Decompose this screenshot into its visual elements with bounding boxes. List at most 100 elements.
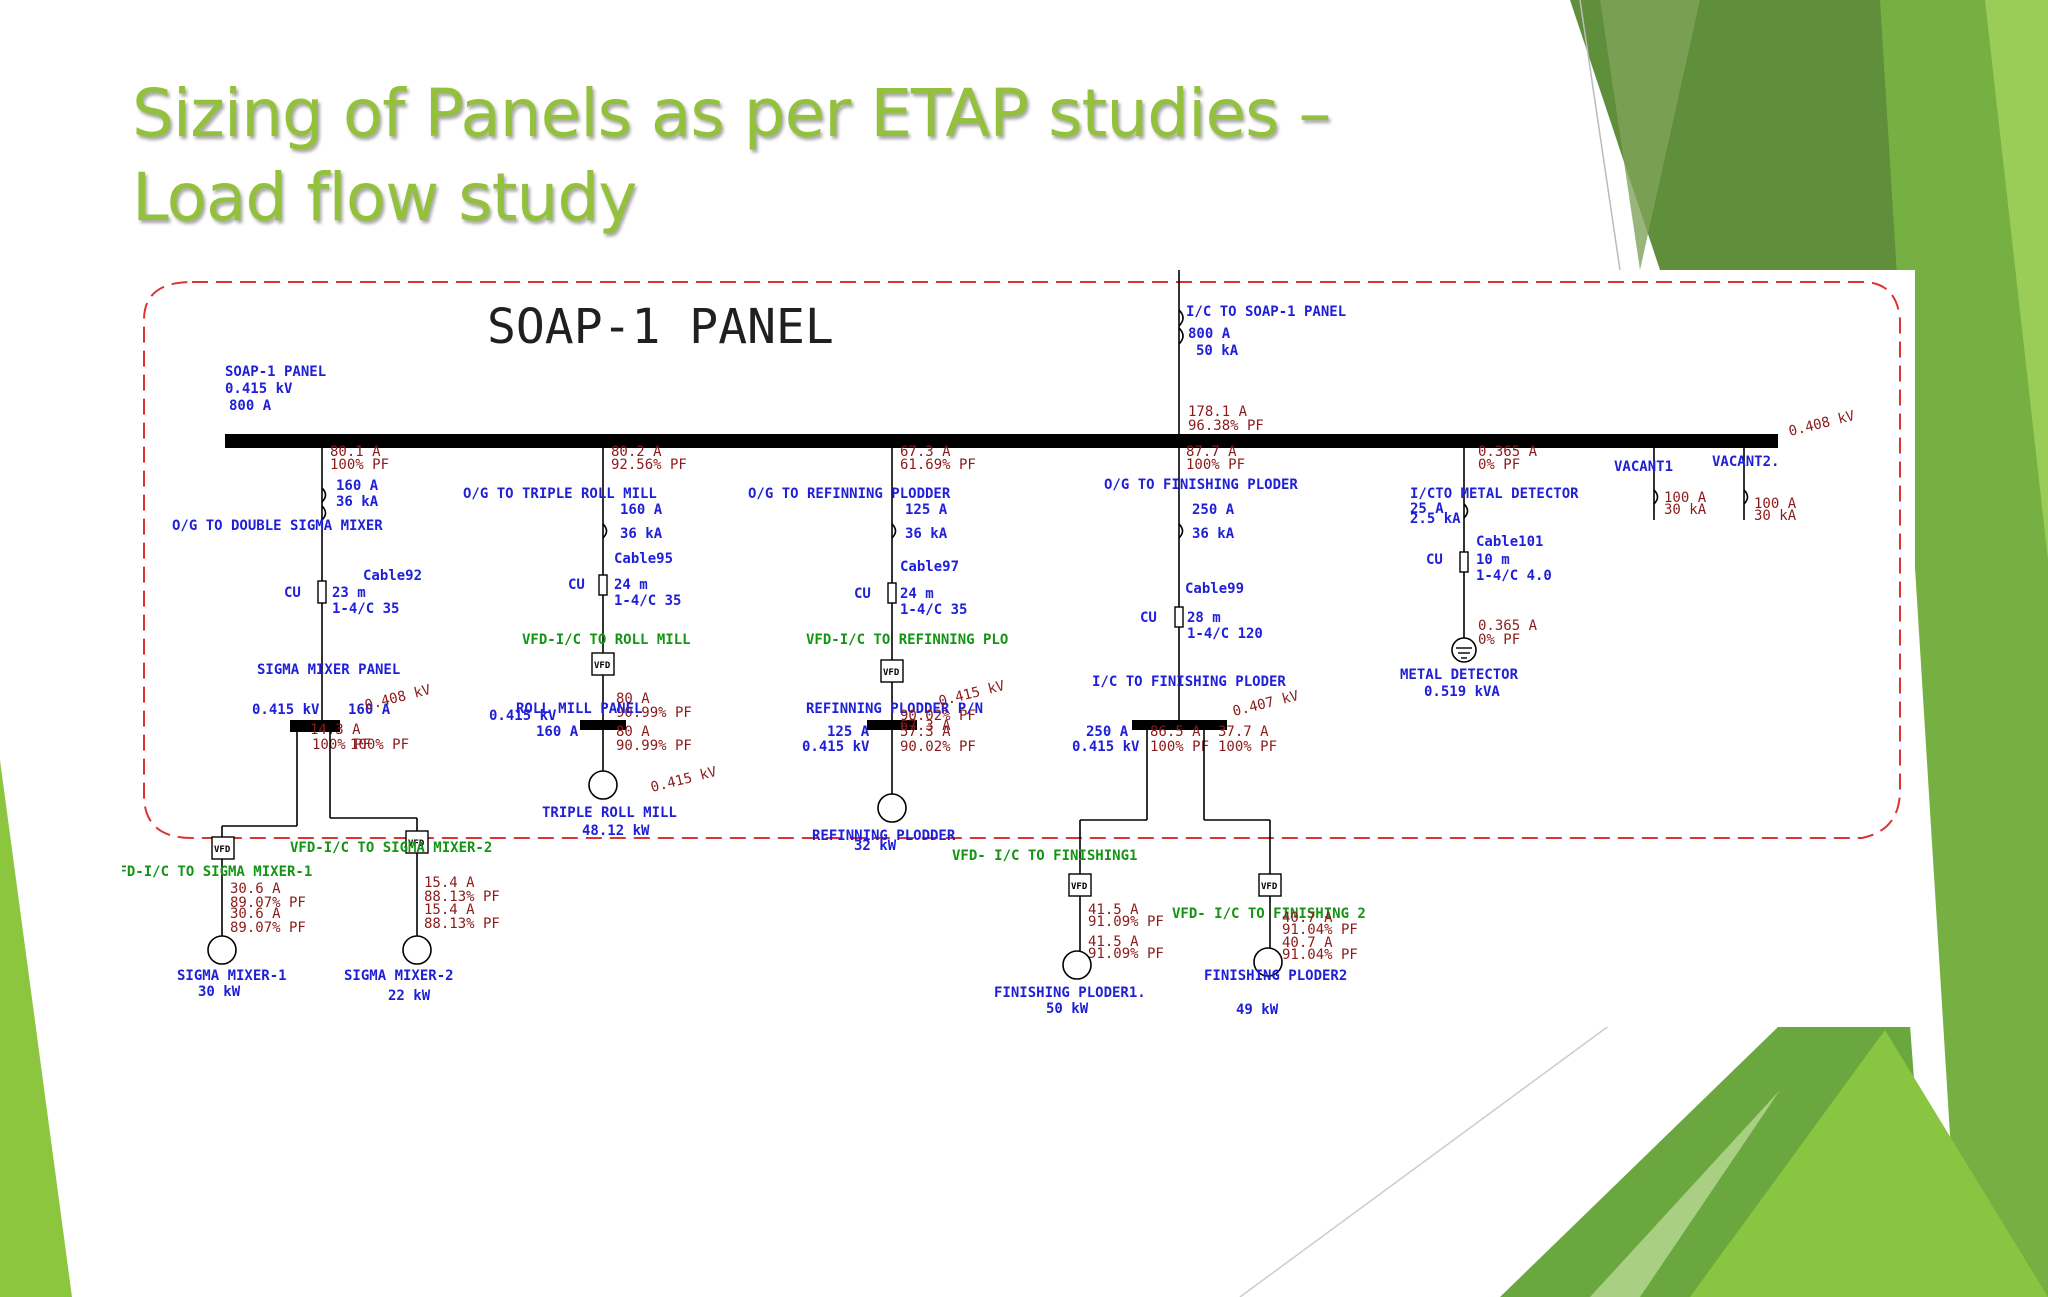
- incomer-breaker-sc: 50 kA: [1196, 343, 1239, 359]
- load5-pf-2: 91.04% PF: [1282, 947, 1358, 963]
- feeder2-bus-name: ROLL MILL PANEL: [516, 701, 642, 717]
- load1-name: SIGMA MIXER-1: [177, 968, 287, 984]
- feeder1-bus-voltage: 0.415 kV: [252, 702, 320, 718]
- feeder4-bus-flow-pf-a: 100% PF: [1150, 739, 1209, 755]
- feeder2-cable-symbol: [598, 574, 608, 596]
- feeder4-bus-operating-voltage: 0.407 kV: [1231, 688, 1301, 720]
- spare1-sc: 30 kA: [1664, 502, 1707, 518]
- spare2-sc: 30 kA: [1754, 508, 1797, 524]
- feeder3-bus-flow-a: 67.3 A: [900, 718, 951, 734]
- feeder5-cable-name: Cable101: [1476, 534, 1543, 550]
- feeder3-load-rating: 32 kW: [854, 838, 897, 854]
- load4-pf-2: 91.09% PF: [1088, 946, 1164, 962]
- feeder1-bus-flow-pf: 100% PF: [312, 737, 371, 753]
- feeder1-bus-flow-pf-b: 100% PF: [350, 737, 409, 753]
- right-accent-shape-3: [1985, 0, 2048, 560]
- right-thin-line-2: [1239, 1024, 1611, 1297]
- vfd-symbol-label: VFD: [1071, 882, 1088, 892]
- load1-rating: 30 kW: [198, 984, 241, 1000]
- spare1-rating: 100 A: [1664, 490, 1707, 506]
- feeder4-breaker-symbol: [1178, 523, 1184, 539]
- feeder2-cable-size: 1-4/C 35: [614, 593, 681, 609]
- feeder2-bus-flow-a: 80 A: [616, 691, 650, 707]
- vfd-symbol-finishing-2: [1258, 873, 1282, 897]
- feeder4-breaker-sc: 36 kA: [1192, 526, 1235, 542]
- feeder1-flow-current: 80.1 A: [330, 444, 381, 460]
- right-accent-shape-7: [1590, 1090, 1780, 1297]
- load2-current-2: 15.4 A: [424, 902, 475, 918]
- incomer-flow-pf: 96.38% PF: [1188, 418, 1264, 434]
- feeder1-cable-size: 1-4/C 35: [332, 601, 399, 617]
- right-thin-line-1: [1579, 0, 1621, 271]
- feeder2-bus-flow-pf-b: 90.99% PF: [616, 738, 692, 754]
- static-load-icon: [1451, 637, 1477, 663]
- main-bus-voltage: 0.415 kV: [225, 381, 293, 397]
- vfd-symbol-roll-mill: [591, 652, 615, 676]
- feeder1-cable-name: Cable92: [363, 568, 422, 584]
- incomer-breaker-symbol: [1178, 309, 1184, 345]
- feeder5-load-name: METAL DETECTOR: [1400, 667, 1519, 683]
- feeder1-conductor: CU: [284, 585, 301, 601]
- feeder3-breaker-sc: 36 kA: [905, 526, 948, 542]
- feeder4-conductor: CU: [1140, 610, 1157, 626]
- main-bus-name: SOAP-1 PANEL: [225, 364, 326, 380]
- feeder1-bus-name: SIGMA MIXER PANEL: [257, 662, 400, 678]
- feeder3-bus-rating: 125 A: [827, 724, 870, 740]
- feeder3-vfd-label: VFD-I/C TO REFINNING PLO: [806, 632, 1008, 648]
- feeder3-cable-size: 1-4/C 35: [900, 602, 967, 618]
- feeder1-flow-pf: 100% PF: [330, 457, 389, 473]
- spare1-breaker-symbol: [1653, 489, 1659, 505]
- single-line-diagram: SOAP-1 PANEL SOAP-1 PANEL 0.415 kV 800 A…: [122, 270, 1915, 1027]
- feeder1-cable-symbol: [317, 580, 327, 604]
- feeder5-breaker-rating: 25 A: [1410, 501, 1444, 517]
- feeder3-bus-voltage: 0.415 kV: [802, 739, 870, 755]
- feeder3-bus-flow-pf-a: 90.02% PF: [900, 708, 976, 724]
- feeder5-cable-size: 1-4/C 4.0: [1476, 568, 1552, 584]
- feeder5-breaker-symbol: [1463, 503, 1469, 519]
- vfd-symbol-label: VFD: [408, 839, 425, 849]
- spare1-name: VACANT1: [1614, 459, 1673, 475]
- feeder4-cable-size: 1-4/C 120: [1187, 626, 1263, 642]
- load1-vfd-label: VFD-I/C TO SIGMA MIXER-1: [122, 864, 312, 880]
- spare2-name: VACANT2.: [1712, 454, 1779, 470]
- vfd-symbol-label: VFD: [594, 661, 611, 671]
- motor-triple-roll-mill: [588, 770, 618, 800]
- feeder3-busbar: [867, 720, 917, 730]
- feeder3-flow-current: 67.3 A: [900, 444, 951, 460]
- spare2-breaker-symbol: [1743, 489, 1749, 505]
- load4-name: FINISHING PLODER1.: [994, 985, 1146, 1001]
- motor-finishing-ploder-1: [1062, 950, 1092, 980]
- feeder3-bus-name: REFINNING PLODDER P/N: [806, 701, 983, 717]
- feeder3-bus-flow-b: 57.3 A: [900, 724, 951, 740]
- main-bus-operating-voltage: 0.408 kV: [1787, 408, 1857, 440]
- feeder3-breaker-rating: 125 A: [905, 502, 948, 518]
- load5-current-2: 40.7 A: [1282, 935, 1333, 951]
- spare2-rating: 100 A: [1754, 496, 1797, 512]
- feeder5-load-pf: 0% PF: [1478, 632, 1520, 648]
- load4-pf-1: 91.09% PF: [1088, 914, 1164, 930]
- incomer-flow-current: 178.1 A: [1188, 404, 1248, 420]
- feeder2-operating-voltage: 0.415 kV: [649, 764, 719, 796]
- load2-pf-1: 88.13% PF: [424, 889, 500, 905]
- feeder2-outgoing-label: O/G TO TRIPLE ROLL MILL: [463, 486, 657, 502]
- feeder3-outgoing-label: O/G TO REFINNING PLODDER: [748, 486, 951, 502]
- feeder5-flow-current: 0.365 A: [1478, 444, 1538, 460]
- feeder5-outgoing-label: I/CTO METAL DETECTOR: [1410, 486, 1579, 502]
- vfd-symbol-refinning-plodder: [880, 659, 904, 683]
- left-accent-shape: [0, 760, 72, 1297]
- feeder4-cable-name: Cable99: [1185, 581, 1244, 597]
- feeder1-breaker-sc: 36 kA: [336, 494, 379, 510]
- motor-sigma-mixer-1: [207, 935, 237, 965]
- panel-title: SOAP-1 PANEL: [487, 299, 834, 355]
- load2-current-1: 15.4 A: [424, 875, 475, 891]
- feeder4-busbar: [1132, 720, 1227, 730]
- feeder5-cable-length: 10 m: [1476, 552, 1510, 568]
- load1-current-1: 30.6 A: [230, 881, 281, 897]
- load1-current-2: 30.6 A: [230, 906, 281, 922]
- feeder4-bus-name: I/C TO FINISHING PLODER: [1092, 674, 1286, 690]
- feeder1-bus-rating: 160 A: [348, 702, 391, 718]
- vfd-symbol-sigma-mixer-1: [211, 836, 235, 860]
- load5-vfd-label: VFD- I/C TO FINISHING 2: [1172, 906, 1366, 922]
- feeder2-bus-flow-b: 80 A: [616, 724, 650, 740]
- feeder4-flow-current: 87.7 A: [1186, 444, 1237, 460]
